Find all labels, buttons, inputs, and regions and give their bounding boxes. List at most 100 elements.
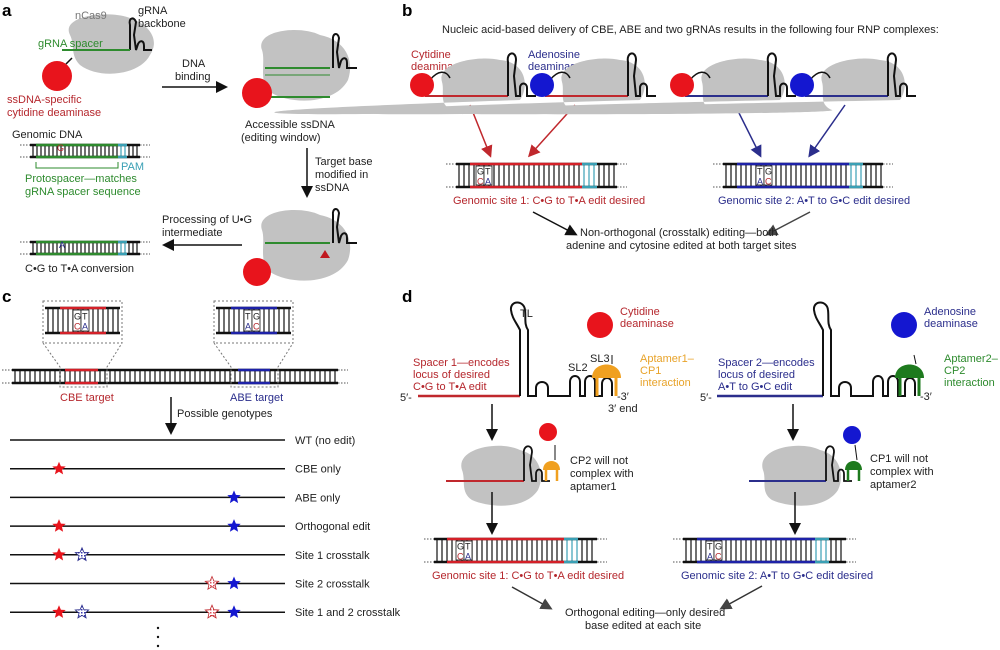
site2-label: Genomic site 2: A•T to G•C edit desired: [718, 195, 910, 207]
ncas9-modified: [261, 210, 351, 281]
genotype-row: ABE only: [10, 490, 341, 504]
orthogonal-result-1: Orthogonal editing—only desired: [565, 607, 725, 619]
protospacer-label-2: gRNA spacer sequence: [25, 186, 141, 198]
base-top: G: [477, 167, 484, 177]
rnp2-small: [762, 445, 841, 506]
three-end-label: 3′ end: [608, 403, 638, 415]
processing-label-2: intermediate: [162, 227, 223, 239]
genotype-label: CBE only: [295, 464, 341, 476]
zoom-box-abe: [213, 300, 294, 344]
deaminase: [530, 73, 554, 97]
panel-label-b: b: [402, 1, 412, 20]
dna-binding-label-1: DNA: [182, 58, 206, 70]
cytidine-label-1: Cytidine: [411, 49, 451, 61]
adenosine-deaminase-small: [843, 426, 861, 444]
crosstalk-cytosine-star: [204, 575, 220, 591]
grna-backbone: [626, 52, 656, 97]
linker: [429, 71, 451, 81]
processing-label-1: Processing of U•G: [162, 214, 252, 226]
grna2-construct: [717, 301, 924, 398]
crosstalk-result-1: Non-orthogonal (crosstalk) editing—both: [580, 227, 778, 239]
grna-backbone-label-1: gRNA: [138, 5, 168, 17]
possible-genotypes-label: Possible genotypes: [177, 408, 273, 420]
converted-base-A: A: [59, 240, 65, 250]
base-top: G: [253, 312, 260, 322]
panel-label-c: c: [2, 287, 11, 306]
deaminase: [410, 73, 434, 97]
dsdna-bound-top: [265, 67, 330, 98]
cytidine-label-d-2: deaminase: [620, 318, 674, 330]
conversion-label: C•G to T•A conversion: [25, 263, 134, 275]
pam-label: PAM: [121, 161, 144, 173]
base-top: T: [82, 312, 88, 322]
cytidine-deaminase: [42, 61, 72, 91]
deaminase-label-2: cytidine deaminase: [7, 107, 101, 119]
genotype-label: Site 2 crosstalk: [295, 579, 370, 591]
crosstalk-result-2: adenine and cytosine edited at both targ…: [566, 240, 797, 252]
genotype-label: Site 1 and 2 crosstalk: [295, 607, 401, 619]
adenosine-label-1: Adenosine: [528, 49, 580, 61]
base-bottom: A: [485, 177, 491, 187]
modified-base-marker: [320, 250, 330, 258]
base-bottom: A: [707, 552, 713, 562]
deaminase-modified: [243, 258, 271, 286]
grna-backbone: [506, 52, 536, 97]
zoom-box-cbe: [42, 300, 123, 344]
grna-backbone: [886, 52, 916, 97]
tl-label: TL: [520, 308, 533, 320]
adenosine-deaminase-d: [891, 312, 917, 338]
cbe-edit-star: [52, 519, 66, 532]
ncas9-protein: [485, 58, 905, 115]
genotype-row: Site 1 crosstalk: [10, 546, 370, 562]
three-prime-1: -3′: [617, 391, 629, 403]
linker: [689, 71, 711, 81]
panel-b: b Nucleic acid-based delivery of CBE, AB…: [274, 1, 939, 252]
base-top: T: [465, 542, 471, 552]
panel-label-d: d: [402, 287, 412, 306]
genotype-row: WT (no edit): [10, 435, 355, 447]
cp1-note-1: CP1 will not: [870, 453, 928, 465]
cbe-edit-star: [52, 605, 66, 618]
deaminase: [670, 73, 694, 97]
accessible-label-2: (editing window): [241, 132, 320, 144]
cp1-note-3: aptamer2: [870, 479, 916, 491]
genotype-row: Site 1 and 2 crosstalk: [10, 604, 401, 619]
rnp1-small: [461, 445, 541, 506]
ncas9-protein: [419, 58, 785, 115]
five-prime-2: 5′-: [700, 392, 712, 404]
aptamer2-label-3: interaction: [944, 377, 995, 389]
base-top: T: [245, 312, 251, 322]
aptamer1-label-2: CP1: [640, 365, 661, 377]
protospacer-label-1: Protospacer—matches: [25, 173, 137, 185]
three-prime-2: -3′: [920, 391, 932, 403]
target-base-G: G: [57, 143, 64, 153]
cp2-note-2: complex with: [570, 468, 634, 480]
grna-backbone: [766, 52, 796, 97]
aptamer2-label-2: CP2: [944, 365, 965, 377]
genotype-label: ABE only: [295, 492, 341, 504]
ncas9-bound: [261, 30, 351, 101]
spacer1-label-3: C•G to T•A edit: [413, 381, 487, 393]
genotype-row: Orthogonal edit: [10, 519, 370, 533]
ncas9-protein: [68, 14, 154, 74]
cbe-target-label: CBE target: [60, 392, 114, 404]
sl2-label: SL2: [568, 362, 588, 374]
grna-backbone-label-2: backbone: [138, 18, 186, 30]
rnp-complexes: [274, 52, 916, 158]
binding-arrow: [808, 104, 846, 158]
genomic-dna-strand: [20, 143, 150, 159]
accessible-label-1: Accessible ssDNA: [245, 119, 336, 131]
target-base-label-1: Target base: [315, 156, 372, 168]
abe-edit-star: [227, 605, 241, 618]
orthogonal-arrow-left: [511, 586, 553, 610]
base-top: G: [74, 312, 81, 322]
spacer2-label-1: Spacer 2—encodes: [718, 357, 815, 369]
deaminase: [790, 73, 814, 97]
crosstalk-cytosine-star: [204, 604, 220, 619]
